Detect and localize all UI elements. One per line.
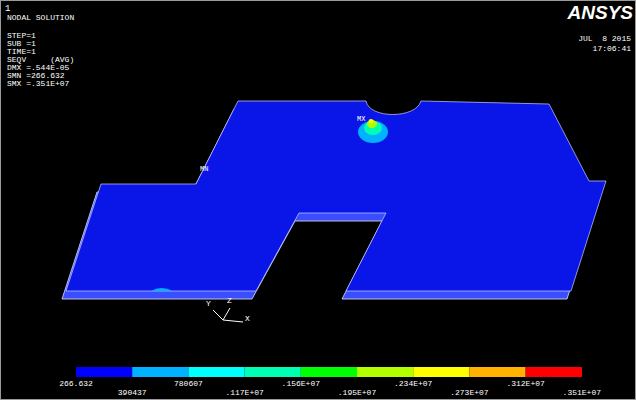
- stress-contour: [358, 121, 388, 143]
- result-type: NODAL SOLUTION: [7, 14, 74, 22]
- result-item: SEQV (AVG): [7, 56, 74, 64]
- min-marker: MN: [200, 166, 208, 173]
- colorbar-value: .156E+07: [282, 380, 320, 388]
- stress-contour: [364, 121, 382, 135]
- colorbar-value: .273E+07: [450, 389, 488, 397]
- min-stress: SMN =266.632: [7, 72, 65, 80]
- colorbar-value: .351E+07: [563, 389, 601, 397]
- axis-label: Y: [206, 300, 211, 308]
- colorbar-value: .312E+07: [506, 380, 544, 388]
- time-value: TIME=1: [7, 48, 36, 56]
- stress-contour: [151, 288, 173, 291]
- max-marker: MX: [357, 116, 365, 123]
- plot-date: JUL 8 2015: [578, 35, 631, 43]
- software-logo: ANSYS: [568, 3, 633, 22]
- contour-colorbar: [76, 367, 582, 377]
- colorbar-value: 390437: [118, 389, 147, 397]
- load-step: STEP=1: [7, 32, 36, 40]
- window-number: 1: [5, 5, 10, 14]
- axis-label: Z: [227, 297, 232, 305]
- substep: SUB =1: [7, 40, 36, 48]
- axis-triad: [213, 308, 243, 322]
- stress-contour: [369, 119, 374, 123]
- max-displacement: DMX =.544E-05: [7, 64, 69, 72]
- plot-time: 17:06:41: [593, 45, 631, 53]
- colorbar-value: 266.632: [59, 380, 93, 388]
- stress-contour: [367, 120, 377, 128]
- colorbar-value: .195E+07: [338, 389, 376, 397]
- colorbar-value: 780607: [174, 380, 203, 388]
- colorbar-value: .234E+07: [394, 380, 432, 388]
- colorbar-value: .117E+07: [225, 389, 263, 397]
- plate-face: [66, 101, 606, 291]
- axis-label: X: [245, 315, 250, 323]
- max-stress: SMX =.351E+07: [7, 80, 69, 88]
